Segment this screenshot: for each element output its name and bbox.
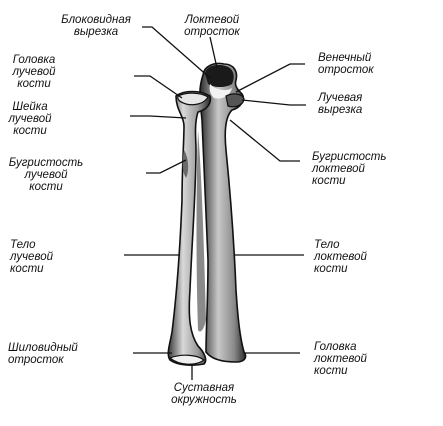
label-line: локтевой <box>311 163 366 175</box>
trochlear-notch-shape <box>209 84 232 99</box>
label-line: Бугристость <box>9 157 83 169</box>
label-line: кости <box>13 125 47 137</box>
label-line: кости <box>10 263 44 275</box>
label-line: окружность <box>171 394 237 406</box>
radial-head-shape <box>177 92 209 106</box>
label-line: Шиловидный <box>8 342 78 354</box>
label-line: Тело <box>10 239 36 251</box>
label-line: Блоковидная <box>61 14 131 26</box>
label-line: Венечный <box>318 52 372 64</box>
radius-bone <box>167 90 212 366</box>
label-line: вырезка <box>74 26 118 38</box>
label-line: кости <box>29 181 63 193</box>
label-line: отросток <box>184 26 240 38</box>
label-line: Шейка <box>12 101 47 113</box>
label-line: кости <box>312 175 346 187</box>
interosseous-shading <box>196 130 206 332</box>
label-line: локтевой <box>313 251 368 263</box>
label-line: отросток <box>318 64 374 76</box>
ulna-bone <box>199 62 247 363</box>
label-line: кости <box>314 365 348 377</box>
olecranon-shape <box>205 64 234 87</box>
label-line: лучевой <box>24 169 69 181</box>
label-line: Бугристость <box>312 151 386 163</box>
label-line: лучевой <box>12 66 57 78</box>
radius-distal-shape <box>168 354 206 365</box>
radial-tuberosity-shape <box>182 150 189 178</box>
label-line: кости <box>314 263 348 275</box>
label-line: отросток <box>8 354 64 366</box>
label-line: кости <box>17 78 51 90</box>
label-line: лучевой <box>9 251 54 263</box>
label-line: лучевой <box>8 113 53 125</box>
leader-lines <box>124 26 306 380</box>
label-line: Локтевой <box>184 14 240 26</box>
label-line: Суставная <box>174 382 234 394</box>
label-line: вырезка <box>318 104 362 116</box>
label-line: Головка <box>314 341 356 353</box>
label-line: Лучевая <box>317 92 362 104</box>
label-line: Тело <box>314 239 340 251</box>
label-line: Головка <box>13 54 55 66</box>
label-line: локтевой <box>313 353 368 365</box>
